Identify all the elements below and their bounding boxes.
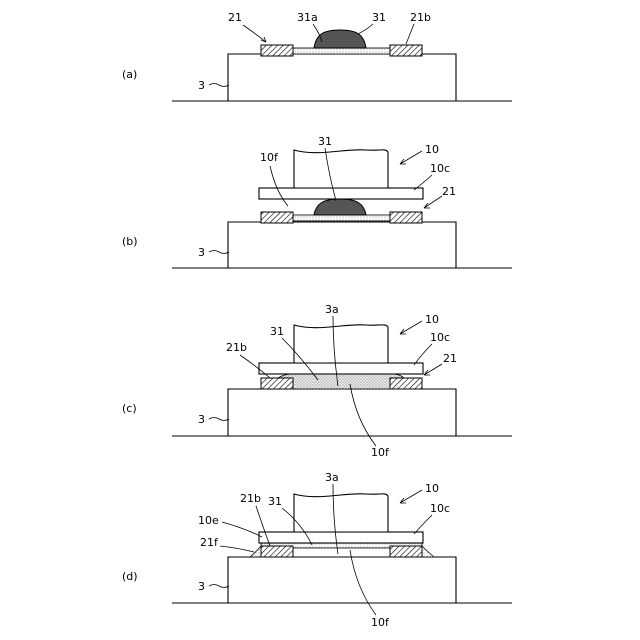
panel-a-resin-drop <box>314 30 366 48</box>
panel-d-leader-chip <box>400 490 422 503</box>
panel-c-label-pad: 21 <box>443 352 457 365</box>
panel-c-label-chip-side: 10c <box>430 331 450 344</box>
panel-b-label-chip-face: 10f <box>260 151 279 164</box>
panel-d-leader-substrate <box>209 585 229 588</box>
panel-c-label-substrate: 3 <box>198 413 205 426</box>
panel-b-label-pad: 21 <box>442 185 456 198</box>
panel-d-label-chip-face: 10f <box>371 616 390 629</box>
panel-c-leader-substrate <box>209 418 229 421</box>
panel-c-label-surface: 3a <box>325 303 339 316</box>
panel-d: (d) 31 3a 10 10c 21b 10e 21f 10f 3 <box>122 471 512 629</box>
panel-d-label-resin: 31 <box>268 495 282 508</box>
panel-d-chip-body <box>294 494 388 532</box>
panel-c-resin-spread <box>278 374 404 389</box>
panel-b-chip-body <box>294 150 388 188</box>
panel-d-pad-left <box>261 546 293 557</box>
panel-d-chip-substrate <box>259 532 423 543</box>
panel-c-leader-chip-face <box>350 384 376 446</box>
panel-a-substrate <box>228 54 456 101</box>
panel-a: (a) 21 31a 31 21b 3 <box>122 11 512 101</box>
panel-c-label-chip-face: 10f <box>371 446 390 459</box>
panel-a-pad-right <box>390 45 422 56</box>
panel-c-leader-pad <box>424 364 442 375</box>
panel-d-leader-fillet <box>220 546 254 552</box>
panel-d-pad-right <box>390 546 422 557</box>
panel-d-label-pad-left: 21b <box>240 492 261 505</box>
panel-d-substrate <box>228 557 456 603</box>
panel-b-leader-chip-face <box>270 166 288 206</box>
panel-a-label-substrate: 3 <box>198 79 205 92</box>
panel-a-leader-pad-right <box>406 24 414 44</box>
panel-a-adhesive-film <box>292 48 390 54</box>
panel-d-tag: (d) <box>122 570 138 583</box>
panel-c-tag: (c) <box>122 402 137 415</box>
panel-b-pad-left <box>261 212 293 223</box>
panel-b-resin-drop <box>314 199 366 215</box>
panel-a-tag: (a) <box>122 68 137 81</box>
panel-c-pad-left <box>261 378 293 389</box>
panel-a-leader-pad-left <box>243 25 266 42</box>
panel-d-leader-chip-edge <box>222 522 262 537</box>
panel-b-chip-substrate <box>259 188 423 199</box>
panel-c-leader-chip <box>400 321 422 334</box>
panel-d-label-surface: 3a <box>325 471 339 484</box>
panel-b-label-chip-side: 10c <box>430 162 450 175</box>
panel-c-chip-substrate <box>259 363 423 374</box>
panel-c-label-resin: 31 <box>270 325 284 338</box>
panel-a-leader-resin <box>358 24 373 34</box>
panel-c-leader-chip-side <box>414 344 432 365</box>
panel-b-label-substrate: 3 <box>198 246 205 259</box>
panel-b-pad-right <box>390 212 422 223</box>
panel-d-fillet-right <box>422 546 434 557</box>
panel-a-label-pad-right: 21b <box>410 11 431 24</box>
panel-c-label-pad-left: 21b <box>226 341 247 354</box>
panel-d-label-chip: 10 <box>425 482 439 495</box>
panel-a-leader-substrate <box>209 84 229 87</box>
panel-d-leader-chip-side <box>414 515 432 534</box>
panel-b-leader-substrate <box>209 251 229 254</box>
panel-c: (c) 31 3a 10 10c 21b 21 10f 3 <box>122 303 512 459</box>
panel-a-pad-left <box>261 45 293 56</box>
panel-a-label-pad-left: 21 <box>228 11 242 24</box>
panel-c-pad-right <box>390 378 422 389</box>
panel-a-label-resin: 31 <box>372 11 386 24</box>
panel-c-substrate <box>228 389 456 436</box>
panel-d-label-chip-side: 10c <box>430 502 450 515</box>
panel-b-tag: (b) <box>122 235 138 248</box>
panel-b: (b) 31 10 10f 10c 21 3 <box>122 135 512 268</box>
panel-d-label-chip-edge: 10e <box>198 514 219 527</box>
panel-b-label-resin: 31 <box>318 135 332 148</box>
panel-b-substrate <box>228 222 456 268</box>
panel-d-label-fillet: 21f <box>200 536 219 549</box>
panel-a-label-adhesive: 31a <box>297 11 318 24</box>
panel-c-label-chip: 10 <box>425 313 439 326</box>
panel-c-chip-body <box>294 325 388 363</box>
panel-b-adhesive-film <box>292 215 390 221</box>
panel-b-label-chip: 10 <box>425 143 439 156</box>
panel-d-label-substrate: 3 <box>198 580 205 593</box>
panel-b-leader-chip <box>400 151 422 164</box>
panel-d-leader-chip-face <box>350 550 376 615</box>
panel-b-leader-pad <box>424 196 442 208</box>
